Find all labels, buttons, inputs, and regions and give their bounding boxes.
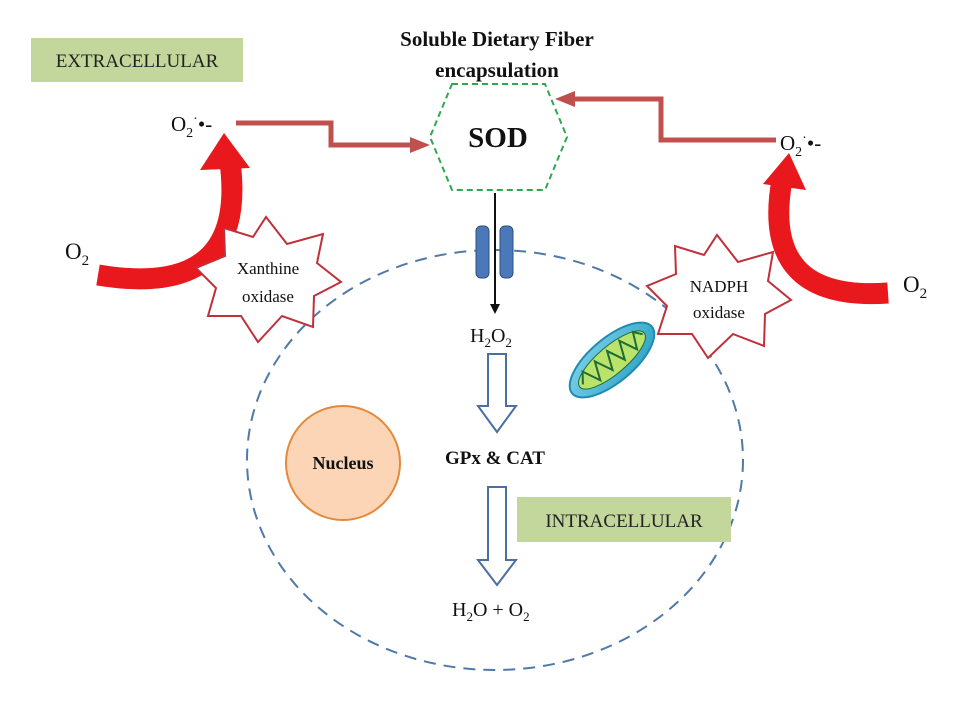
left-connector-arrow	[236, 120, 430, 153]
superoxide-right-label: O2·•-	[780, 131, 821, 160]
membrane-channel	[475, 225, 514, 279]
extracellular-label: EXTRACELLULAR	[56, 51, 219, 72]
intracellular-label: INTRACELLULAR	[545, 511, 703, 532]
extracellular-label-box	[31, 38, 243, 82]
mitochondrion-icon	[568, 321, 656, 399]
intracellular-label-box	[517, 497, 731, 542]
xanthine-oxidase-line-1: Xanthine	[237, 259, 299, 278]
nucleus	[285, 405, 401, 521]
right-connector-arrow	[555, 91, 776, 143]
xanthine-oxidase-star	[194, 215, 343, 344]
nadph-oxidase-line-2: oxidase	[693, 303, 745, 322]
right-red-curved-arrow	[763, 153, 889, 305]
title-line-2: encapsulation	[435, 58, 559, 82]
sod-hexagon	[428, 83, 569, 191]
oxygen-left-label: O2	[65, 239, 89, 269]
nadph-oxidase-star	[645, 233, 793, 360]
left-red-curved-arrow	[96, 133, 250, 290]
nucleus-label: Nucleus	[312, 453, 373, 473]
gpx-cat-label: GPx & CAT	[445, 448, 545, 469]
h2o2-label: H2O2	[470, 325, 512, 350]
xanthine-oxidase-line-2: oxidase	[242, 287, 294, 306]
water-oxygen-label: H2O + O2	[452, 599, 530, 624]
superoxide-left-label: O2·•-	[171, 112, 212, 141]
nadph-oxidase-line-1: NADPH	[690, 277, 749, 296]
sod-to-h2o2-arrow	[490, 193, 500, 314]
h2o2-to-gpx-arrow	[476, 353, 518, 434]
sod-label: SOD	[468, 122, 528, 154]
oxygen-right-label: O2	[903, 272, 927, 302]
title-line-1: Soluble Dietary Fiber	[400, 27, 594, 51]
gpx-to-water-arrow	[475, 486, 519, 587]
